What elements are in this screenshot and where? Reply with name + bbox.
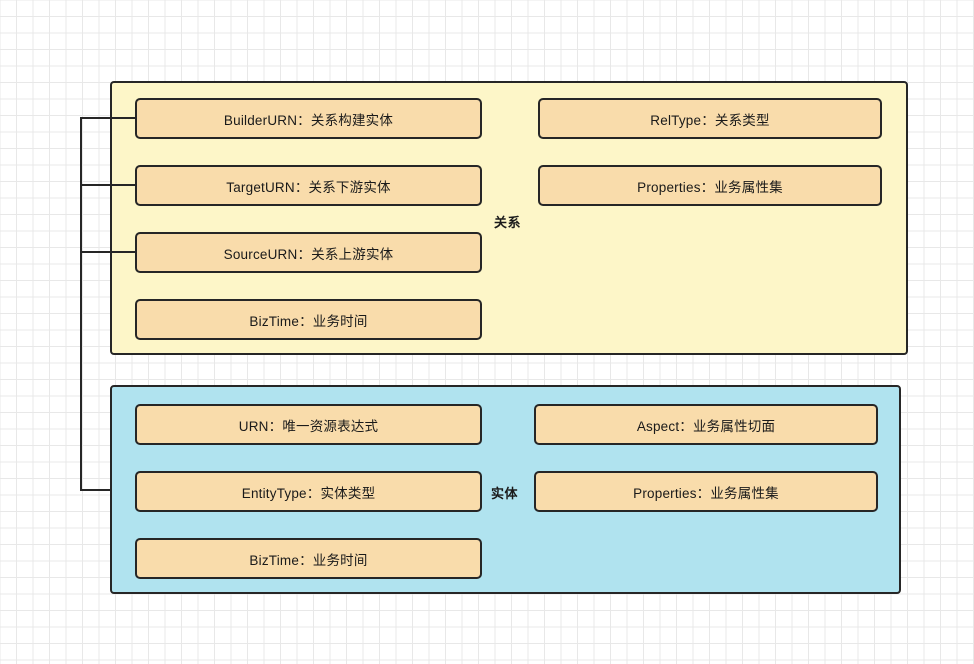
field-label: BizTime：业务时间 [249, 313, 368, 329]
field-box[interactable]: Properties：业务属性集 [534, 471, 878, 512]
field-box[interactable]: BizTime：业务时间 [135, 538, 482, 579]
field-box[interactable]: SourceURN：关系上游实体 [135, 232, 482, 273]
field-label: BuilderURN：关系构建实体 [223, 112, 394, 128]
field-label: Aspect：业务属性切面 [636, 418, 776, 434]
field-label: URN：唯一资源表达式 [238, 418, 379, 434]
field-box[interactable]: TargetURN：关系下游实体 [135, 165, 482, 206]
field-label: RelType：关系类型 [650, 112, 770, 128]
field-label: BizTime：业务时间 [249, 552, 368, 568]
field-label: EntityType：实体类型 [241, 485, 376, 501]
field-box[interactable]: Properties：业务属性集 [538, 165, 882, 206]
field-label: Properties：业务属性集 [633, 485, 779, 501]
field-label: Properties：业务属性集 [637, 179, 783, 195]
field-box[interactable]: URN：唯一资源表达式 [135, 404, 482, 445]
field-label: SourceURN：关系上游实体 [223, 246, 394, 262]
group-entity-label: 实体 [491, 486, 519, 501]
field-box[interactable]: RelType：关系类型 [538, 98, 882, 139]
field-box[interactable]: BuilderURN：关系构建实体 [135, 98, 482, 139]
field-box[interactable]: BizTime：业务时间 [135, 299, 482, 340]
field-box[interactable]: Aspect：业务属性切面 [534, 404, 878, 445]
group-relation-label: 关系 [494, 215, 522, 230]
field-box[interactable]: EntityType：实体类型 [135, 471, 482, 512]
field-label: TargetURN：关系下游实体 [226, 179, 391, 195]
